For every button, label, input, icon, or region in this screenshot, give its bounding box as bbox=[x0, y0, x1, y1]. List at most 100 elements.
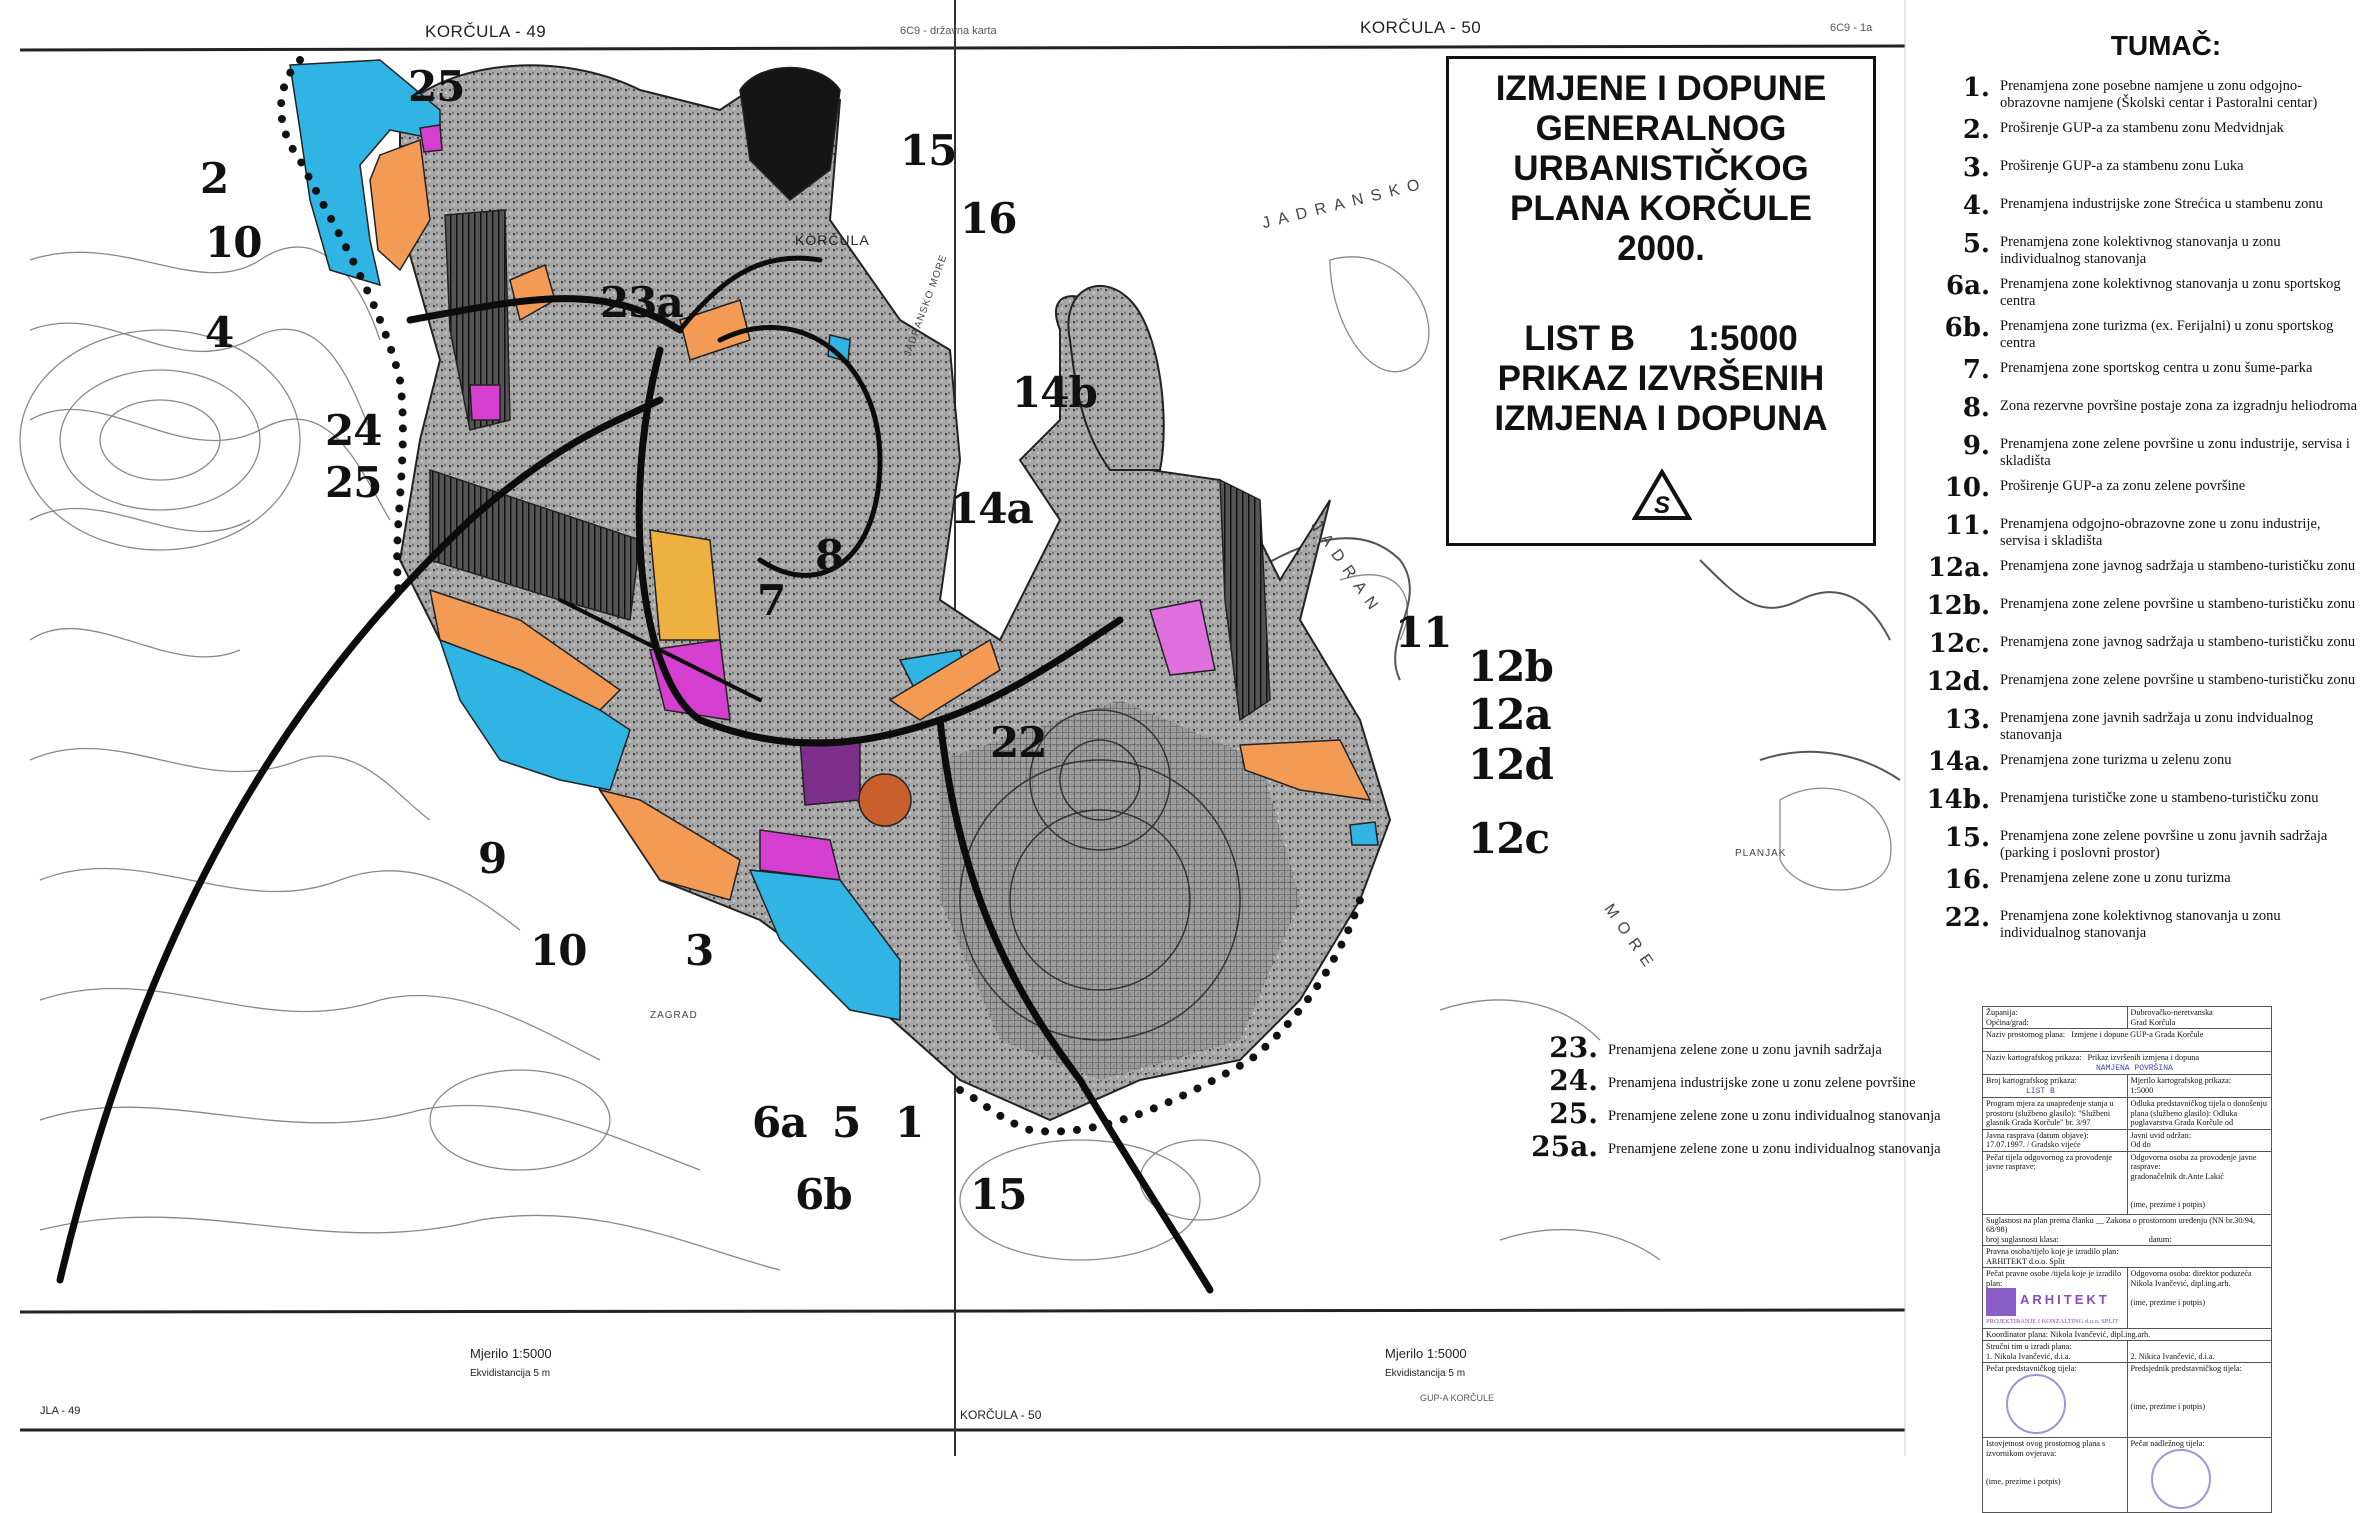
legend-item-text: Prenamjena zone kolektivnog stanovanja u… bbox=[2000, 234, 2281, 267]
legend-item-text: Prenamjena turističke zone u stambeno-tu… bbox=[2000, 790, 2319, 806]
zone-2-blue bbox=[289, 59, 441, 287]
legend-item-number: 6a. bbox=[1946, 271, 1990, 301]
legend-item-number: 25a. bbox=[1531, 1130, 1598, 1163]
legend-item-text: Prenamjena zone javnog sadržaja u stambe… bbox=[2000, 558, 2356, 574]
zone-10-orange bbox=[369, 138, 431, 272]
county-value: Dubrovačko-neretvanska bbox=[2130, 1008, 2213, 1017]
title-block-table: Županija:Općina/grad: Dubrovačko-neretva… bbox=[1982, 1006, 2272, 1513]
legend-item: 12d. Prenamjena zone zelene površine u st… bbox=[1912, 668, 2360, 702]
sheet-footer-center: KORČULA - 50 bbox=[960, 1408, 1042, 1422]
legend-item: 11.Prenamjena odgojno-obrazovne zone u z… bbox=[1912, 512, 2360, 550]
director-value: Nikola Ivančević, dipl.ing.arh. bbox=[2130, 1278, 2231, 1288]
map-zone-label: 24 bbox=[325, 406, 382, 455]
contour-lines bbox=[19, 246, 1892, 1271]
consent-text: Suglasnost na plan prema članku __ Zakon… bbox=[1986, 1215, 2255, 1235]
map-zone-label: 6a bbox=[752, 1098, 807, 1147]
zone-25-magenta bbox=[419, 124, 443, 153]
map-zone-label: 6b bbox=[795, 1170, 853, 1219]
arhitekt-logo-icon bbox=[1986, 1288, 2016, 1316]
legend-item: 12b.Prenamjena zone zelene površine u st… bbox=[1912, 592, 2360, 626]
legend-item-number: 8. bbox=[1962, 393, 1990, 423]
consent-class: broj suglasnosti klasa: bbox=[1986, 1234, 2059, 1244]
legend-item-number: 1. bbox=[1962, 73, 1990, 103]
contour-interval-left: Ekvidistancija 5 m bbox=[470, 1368, 551, 1379]
program-text: Program mjera za unapređenje stanja u pr… bbox=[1982, 1097, 2128, 1130]
legend-item-text: Proširenje GUP-a za stambenu zonu Luka bbox=[2000, 158, 2244, 174]
title-line: GENERALNOG bbox=[1535, 109, 1787, 148]
inspection-value: Od do bbox=[2130, 1140, 2151, 1149]
legend-item-text: Prenamjena zone turizma (ex. Ferijalni) … bbox=[2000, 318, 2334, 351]
logo-letter: S bbox=[1654, 492, 1670, 519]
zone-14b-hatched bbox=[1219, 478, 1271, 722]
coastline bbox=[1239, 537, 1901, 781]
title-line: PLANA KORČULE bbox=[1509, 189, 1813, 228]
legend-item-number: 7. bbox=[1962, 355, 1990, 385]
maker-value: ARHITEKT d.o.o. Split bbox=[1986, 1256, 2065, 1266]
zone-12b-magenta bbox=[1149, 599, 1216, 676]
legend-item: 24. Prenamjena industrijske zone u zonu z… bbox=[1510, 1067, 1976, 1097]
team-member-2: 2. Nikica Ivančević, d.i.a. bbox=[2130, 1351, 2215, 1361]
legend-item-number: 16. bbox=[1944, 865, 1990, 895]
county-label: Županija: bbox=[1986, 1008, 2018, 1017]
zone-black-top bbox=[739, 66, 841, 201]
legend-item: 22.Prenamjena zone kolektivnog stanovanj… bbox=[1912, 904, 2360, 942]
authenticity-label: Istovjetnost ovog prostornog plana s izv… bbox=[1986, 1439, 2106, 1458]
coordinator: Koordinator plana: Nikola Ivančević, dip… bbox=[1982, 1327, 2272, 1341]
map-zone-label: 7 bbox=[757, 576, 786, 625]
map-zone-label: 4 bbox=[205, 308, 234, 357]
zone-12d-orange bbox=[1239, 739, 1372, 801]
legend-item-text: Prenamjena industrijske zone u zonu zele… bbox=[1608, 1075, 1916, 1091]
plan-name-value: Izmjene i dopune GUP-a Grada Korčule bbox=[2071, 1030, 2204, 1039]
map-zone-label: 10 bbox=[205, 218, 262, 267]
legend-item-number: 6b. bbox=[1944, 313, 1990, 343]
map-zone-label: 15 bbox=[900, 126, 957, 175]
legend-item-number: 23. bbox=[1549, 1031, 1598, 1064]
arhitekt-logo-text: ARHITEKT bbox=[2020, 1291, 2110, 1307]
subtitle-line: PRIKAZ IZVRŠENIH bbox=[1497, 359, 1825, 398]
map-zone-label: 10 bbox=[530, 926, 587, 975]
title-line: IZMJENE I DOPUNE bbox=[1495, 69, 1827, 108]
legend-item-text: Prenamjene zelene zone u zonu individual… bbox=[1608, 1141, 1941, 1157]
arhitekt-subtitle: PROJEKTIRANJE I KONZALTING d.o.o. SPLIT bbox=[1986, 1318, 2119, 1325]
municipality-label: Općina/grad: bbox=[1986, 1017, 2029, 1027]
legend-item-number: 12a. bbox=[1927, 553, 1990, 583]
legend-item: 2.Proširenje GUP-a za stambenu zonu Medv… bbox=[1912, 116, 2360, 150]
legend-item: 7.Prenamjena zone sportskog centra u zon… bbox=[1912, 356, 2360, 390]
legend-item-text: Prenamjena zone javnih sadržaja u zonu i… bbox=[2000, 710, 2314, 743]
map-zone-label: 12b bbox=[1468, 642, 1554, 691]
maker-label: Pravna osoba/tijelo koje je izradilo pla… bbox=[1986, 1247, 2119, 1256]
signature-caption: (ime, prezime i potpis) bbox=[2130, 1297, 2206, 1307]
legend-item-number: 22. bbox=[1944, 903, 1990, 933]
council-seal-label: Pečat predstavničkog tijela: bbox=[1986, 1364, 2077, 1373]
legend-item-number: 5. bbox=[1962, 229, 1990, 259]
legend-item-number: 12d. bbox=[1926, 667, 1990, 697]
map-canvas[interactable] bbox=[0, 0, 2362, 1456]
legend-item-number: 12b. bbox=[1926, 591, 1990, 621]
legend-item-text: Prenamjena industrijske zone Strećica u … bbox=[2000, 196, 2323, 212]
peninsula-14b bbox=[1067, 284, 1165, 471]
contour-interval-right: Ekvidistancija 5 m bbox=[1385, 1368, 1466, 1379]
signature-caption: (ime, prezime i potpis) bbox=[1986, 1477, 2061, 1486]
change-zones bbox=[289, 59, 1379, 1021]
council-president-label: Predsjednik predstavničkog tijela: bbox=[2130, 1364, 2242, 1373]
legend-item-number: 24. bbox=[1549, 1064, 1598, 1097]
authority-seal-label: Pečat nadležnog tijela: bbox=[2130, 1439, 2205, 1448]
plan-boundary bbox=[277, 56, 1364, 1136]
legend-item-text: Proširenje GUP-a za stambenu zonu Medvid… bbox=[2000, 120, 2284, 136]
zone-22-brown bbox=[858, 773, 912, 827]
sheet-header-middle: 6C9 - državna karta bbox=[900, 25, 997, 37]
roads bbox=[56, 255, 1214, 1294]
legend-item-text: Prenamjena zone zelene površine u stambe… bbox=[2000, 672, 2356, 688]
legend-item: 8.Zona rezervne površine postaje zona za… bbox=[1912, 394, 2360, 428]
legend-item-number: 4. bbox=[1962, 191, 1990, 221]
legend-item: 6a.Prenamjena zone kolektivnog stanovanj… bbox=[1912, 272, 2360, 310]
zone-24-magenta bbox=[469, 384, 501, 421]
map-name-handwritten: NAMJENA POVRŠINA bbox=[2096, 1063, 2173, 1073]
team-label: Stručni tim u izradi plana: bbox=[1986, 1342, 2072, 1351]
map-number-handwritten: LIST B bbox=[2026, 1086, 2055, 1096]
legend-extra: 23.Prenamjena zelene zone u zonu javnih … bbox=[1510, 1034, 1976, 1166]
map-number-label: Broj kartografskog prikaza: bbox=[1986, 1076, 2077, 1085]
legend-item: 4. Prenamjena industrijske zone Strećica … bbox=[1912, 192, 2360, 226]
map-zone-label: 12c bbox=[1468, 814, 1550, 863]
subtitle-line: IZMJENA I DOPUNA bbox=[1494, 399, 1828, 438]
